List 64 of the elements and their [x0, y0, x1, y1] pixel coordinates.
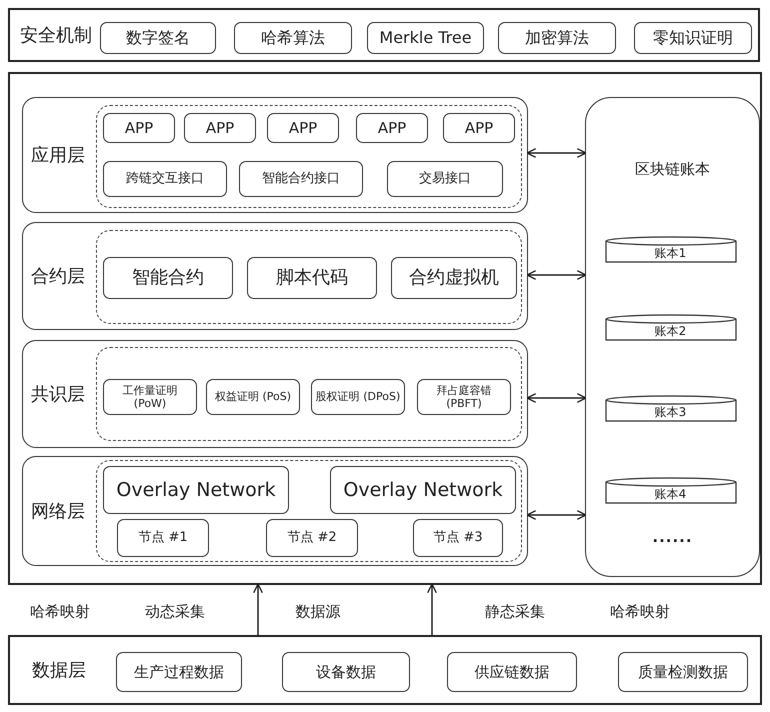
- ledger-panel: [585, 97, 760, 577]
- layer-panel: [22, 222, 528, 330]
- module-box: 哈希算法: [234, 22, 352, 54]
- module-box: APP: [267, 113, 339, 143]
- ledger-cylinder: 账本1: [604, 236, 736, 264]
- module-box: 合约虚拟机: [391, 257, 517, 299]
- module-box: 拜占庭容错 (PBFT): [417, 379, 511, 415]
- module-box: 智能合约接口: [239, 161, 363, 197]
- ledger-title: 区块链账本: [634, 160, 711, 179]
- module-box: APP: [103, 113, 175, 143]
- data-layer-panel: [8, 635, 762, 705]
- layer-title: 网络层: [31, 500, 85, 523]
- module-box: 工作量证明 (PoW): [103, 379, 197, 415]
- flow-label: 哈希映射: [30, 602, 90, 622]
- dashed-group: [96, 346, 522, 440]
- ellipsis-text: ......: [651, 528, 694, 546]
- module-box: 脚本代码: [247, 257, 377, 299]
- module-box: Merkle Tree: [367, 22, 484, 54]
- module-box: APP: [184, 113, 256, 143]
- arrow: [252, 583, 264, 635]
- layer-panel: [22, 340, 528, 448]
- architecture-frame: [8, 72, 762, 585]
- ledger-cylinder: 账本2: [604, 314, 736, 342]
- module-box: 智能合约: [103, 257, 233, 299]
- module-box: 节点 #3: [413, 519, 503, 557]
- section-title: 安全机制: [20, 24, 92, 47]
- flow-label: 动态采集: [145, 602, 205, 622]
- arrow: [526, 392, 587, 404]
- arrow: [526, 510, 587, 520]
- layer-panel: [22, 97, 528, 213]
- flow-label: 哈希映射: [610, 602, 670, 622]
- flow-label: 数据源: [296, 602, 340, 622]
- security-band: [8, 8, 760, 62]
- module-box: 生产过程数据: [116, 652, 242, 692]
- module-box: 交易接口: [387, 161, 503, 197]
- module-box: 节点 #1: [117, 519, 209, 557]
- ledger-cylinder: 账本3: [604, 394, 736, 422]
- flow-label: 静态采集: [485, 602, 545, 622]
- module-box: APP: [443, 113, 515, 143]
- module-box: 供应链数据: [447, 652, 577, 692]
- module-box: Overlay Network: [330, 466, 516, 514]
- arrow: [526, 148, 587, 158]
- module-box: 权益证明 (PoS): [206, 379, 300, 415]
- module-box: 加密算法: [498, 22, 616, 54]
- module-box: 节点 #2: [266, 519, 358, 557]
- module-box: Overlay Network: [103, 466, 289, 514]
- arrow: [526, 270, 587, 280]
- layer-title: 应用层: [31, 144, 85, 167]
- module-box: 设备数据: [282, 652, 410, 692]
- module-box: 跨链交互接口: [103, 161, 227, 197]
- module-box: 股权证明 (DPoS): [311, 379, 405, 415]
- dashed-group: [96, 230, 522, 324]
- arrow: [426, 583, 438, 635]
- dashed-group: [96, 460, 522, 562]
- layer-title: 共识层: [31, 383, 85, 406]
- module-box: APP: [356, 113, 428, 143]
- ledger-cylinder: 账本4: [604, 476, 736, 504]
- module-box: 质量检测数据: [618, 652, 748, 692]
- module-box: 零知识证明: [634, 22, 752, 54]
- layer-panel: [22, 456, 528, 566]
- module-box: 数字签名: [100, 22, 216, 54]
- dashed-group: [96, 104, 522, 208]
- layer-title: 合约层: [31, 265, 85, 288]
- section-title: 数据层: [32, 659, 86, 682]
